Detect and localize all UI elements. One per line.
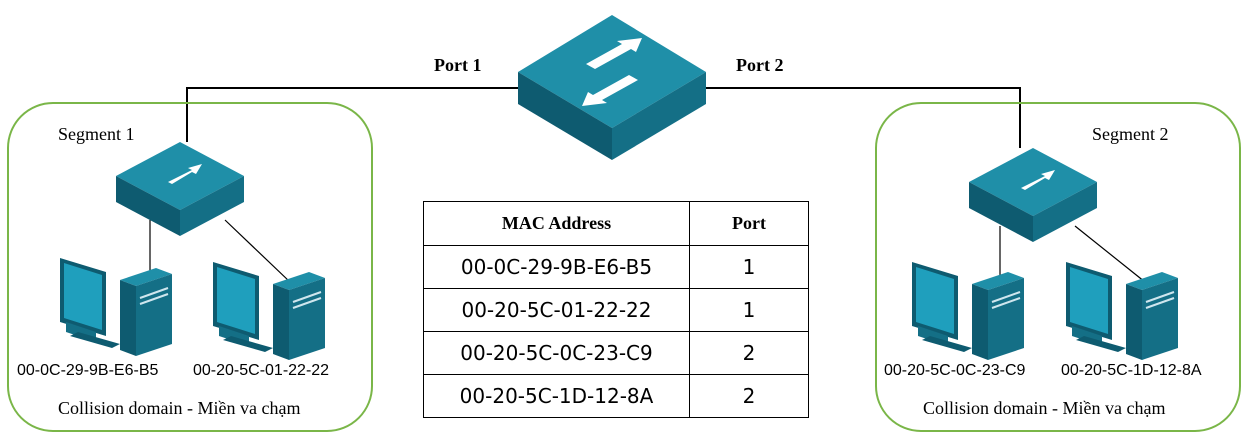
mac-cell: 00-20-5C-1D-12-8A — [423, 374, 690, 418]
host-mac-label: 00-20-5C-1D-12-8A — [1061, 362, 1202, 379]
link-port-1 — [186, 87, 520, 142]
link-hub2-pc2 — [1074, 225, 1146, 283]
port-1-label: Port 1 — [434, 55, 482, 75]
table-row: 00-0C-29-9B-E6-B5 1 — [423, 245, 809, 289]
table-row: 00-20-5C-0C-23-C9 2 — [423, 331, 809, 375]
port-cell: 2 — [689, 331, 809, 375]
table-row: 00-20-5C-01-22-22 1 — [423, 288, 809, 332]
port-cell: 1 — [689, 245, 809, 289]
port-cell: 2 — [689, 374, 809, 418]
computer-icon — [1065, 261, 1179, 361]
hub-icon — [116, 142, 244, 236]
port-cell: 1 — [689, 288, 809, 332]
link-port-2 — [704, 87, 1021, 148]
switch-icon — [518, 15, 706, 160]
mac-address-header: MAC Address — [423, 201, 690, 246]
host-mac-label: 00-20-5C-0C-23-C9 — [884, 362, 1026, 379]
mac-cell: 00-0C-29-9B-E6-B5 — [423, 245, 690, 289]
collision-domain-1-label: Collision domain - Miền va chạm — [58, 398, 301, 418]
table-header-row: MAC Address Port — [423, 201, 809, 246]
computer-icon — [59, 257, 173, 357]
segment-2-label: Segment 2 — [1092, 124, 1169, 144]
port-2-label: Port 2 — [736, 55, 784, 75]
computer-icon — [212, 261, 326, 361]
segment-1-boundary — [7, 102, 373, 432]
segment-1-label: Segment 1 — [58, 124, 135, 144]
host-mac-label: 00-0C-29-9B-E6-B5 — [17, 362, 159, 379]
link-hub1-pc2 — [224, 219, 291, 283]
computer-icon — [911, 261, 1025, 361]
segment-2-boundary — [875, 102, 1241, 432]
table-row: 00-20-5C-1D-12-8A 2 — [423, 374, 809, 418]
host-mac-label: 00-20-5C-01-22-22 — [193, 362, 330, 379]
mac-cell: 00-20-5C-0C-23-C9 — [423, 331, 690, 375]
port-header: Port — [689, 201, 809, 246]
mac-address-table: MAC Address Port 00-0C-29-9B-E6-B5 1 00-… — [423, 201, 809, 418]
mac-cell: 00-20-5C-01-22-22 — [423, 288, 690, 332]
collision-domain-2-label: Collision domain - Miền va chạm — [923, 398, 1166, 418]
